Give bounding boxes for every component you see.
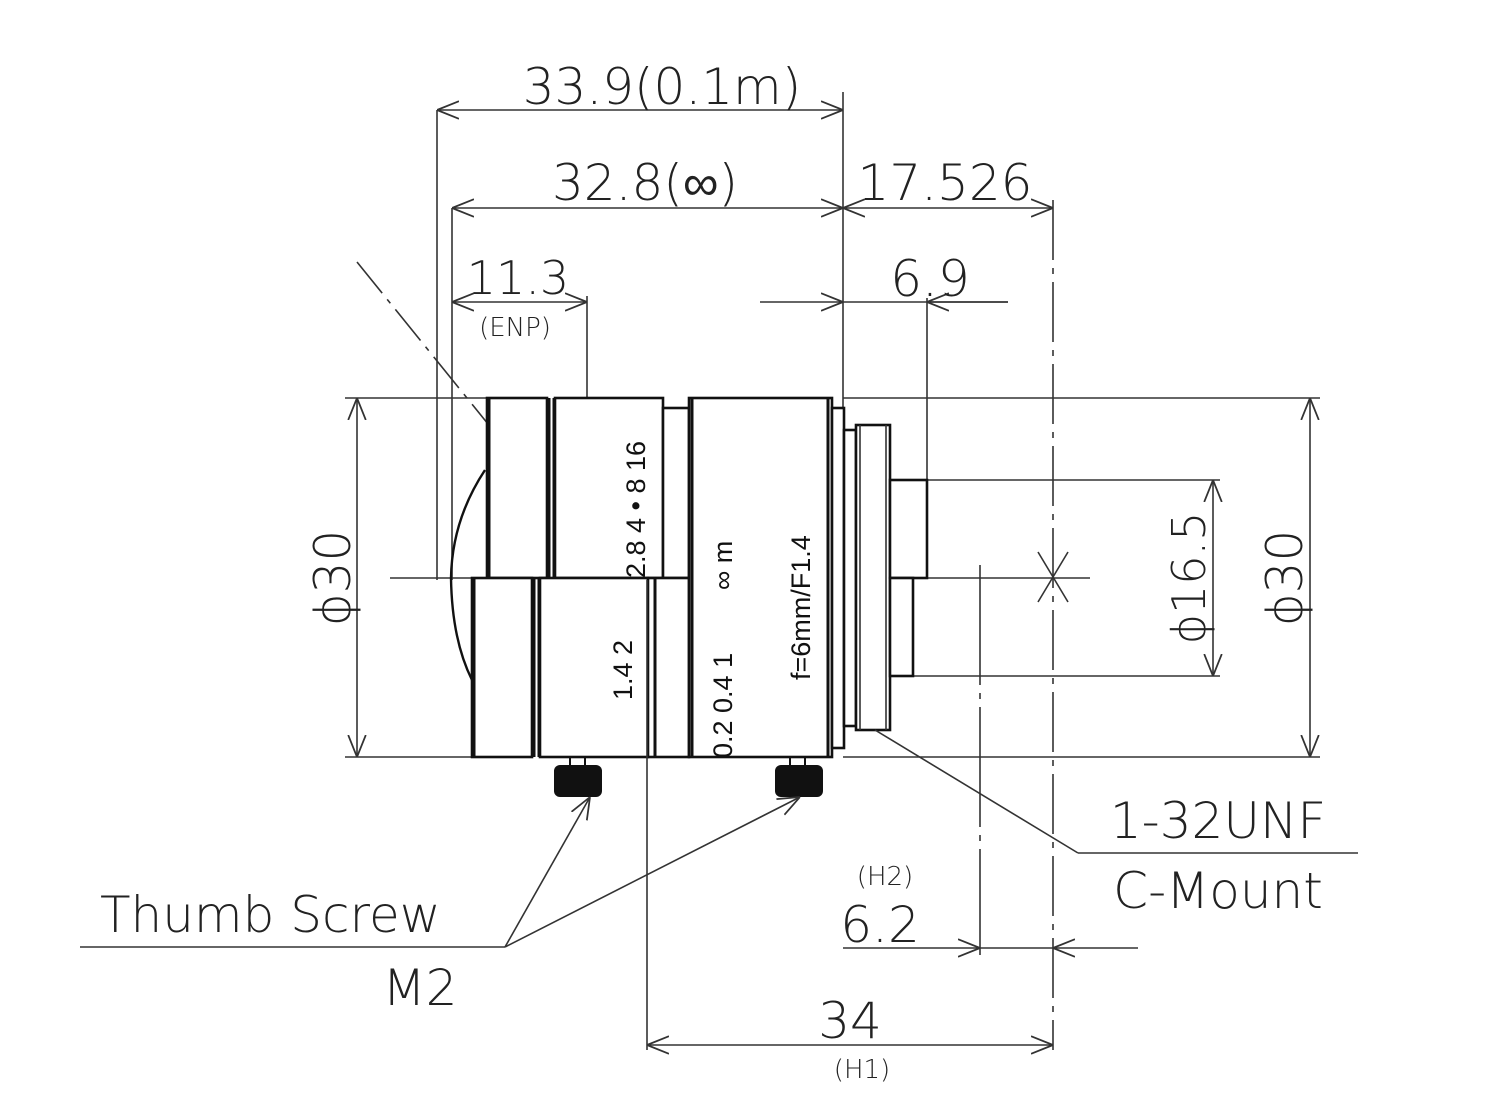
focus-scale-bottom: 0.2 0.4 1 bbox=[708, 653, 738, 758]
dim-h1: 34 (H1) bbox=[646, 580, 1053, 1085]
dim-overall-infinity-label: 32.8(∞) bbox=[552, 154, 738, 212]
c-mount-callout: 1-32UNF C-Mount bbox=[874, 729, 1358, 920]
dim-rear-barrel-diameter: ϕ16.5 bbox=[910, 479, 1220, 677]
dim-rear-diameter: ϕ30 bbox=[843, 397, 1320, 758]
dim-h2: (H2) 6.2 bbox=[840, 862, 1138, 954]
lens-body bbox=[449, 396, 929, 759]
dim-rear-barrel-diameter-label: ϕ16.5 bbox=[1162, 512, 1216, 645]
dim-flange-back-label: 17.526 bbox=[858, 154, 1033, 212]
focus-scale-top: ∞ m bbox=[708, 541, 738, 590]
mount-thread-label: 1-32UNF bbox=[1110, 792, 1326, 850]
dim-h2-label: (H2) bbox=[857, 862, 913, 892]
thumb-screw-2 bbox=[775, 757, 823, 797]
lens-spec: f=6mm/F1.4 bbox=[786, 535, 816, 680]
thumb-screw-1 bbox=[554, 757, 602, 797]
image-plane-mark bbox=[1037, 551, 1069, 603]
thumb-screw-label: Thumb Screw bbox=[100, 886, 441, 944]
dim-rear-protrusion-label: 6.9 bbox=[890, 250, 970, 308]
dim-front-diameter-label: ϕ30 bbox=[304, 530, 362, 627]
mount-type-label: C-Mount bbox=[1113, 862, 1323, 920]
dim-enp-label: (ENP) bbox=[479, 313, 551, 343]
lens-engravings: 2.8 4 • 8 16 1.4 2 ∞ m 0.2 0.4 1 f=6mm/F… bbox=[608, 441, 816, 758]
dim-h2-value: 6.2 bbox=[840, 896, 920, 954]
dim-overall-infinity: 32.8(∞) bbox=[451, 154, 843, 580]
dim-enp-value: 11.3 bbox=[467, 251, 569, 305]
dim-overall-close-label: 33.9(0.1m) bbox=[523, 58, 802, 116]
dim-h1-value: 34 bbox=[818, 992, 882, 1050]
dim-front-diameter: ϕ30 bbox=[304, 397, 490, 758]
dim-flange-back: 17.526 bbox=[843, 154, 1054, 1050]
aperture-scale-bottom: 1.4 2 bbox=[608, 640, 638, 700]
thumb-screw-callout: Thumb Screw M2 bbox=[80, 797, 800, 1017]
thumb-screw-size: M2 bbox=[383, 959, 458, 1017]
dim-rear-protrusion: 6.9 bbox=[760, 250, 1008, 480]
dim-h1-label: (H1) bbox=[834, 1055, 890, 1085]
aperture-scale-top: 2.8 4 • 8 16 bbox=[621, 441, 651, 578]
field-of-view-line bbox=[356, 261, 506, 446]
dim-rear-diameter-label: ϕ30 bbox=[1256, 530, 1314, 627]
dim-overall-close: 33.9(0.1m) bbox=[436, 58, 844, 580]
